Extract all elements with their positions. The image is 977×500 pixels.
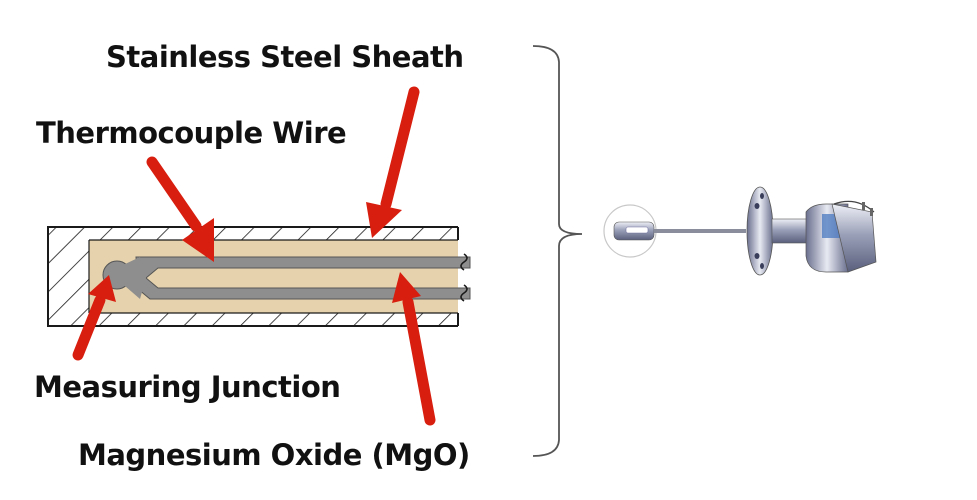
connection-head	[805, 200, 877, 273]
arrow-sheath	[366, 86, 420, 238]
label-measuring-junction: Measuring Junction	[34, 370, 341, 404]
arrow-mgo	[392, 272, 436, 426]
thermocouple-wire	[135, 256, 471, 300]
probe-stem	[654, 229, 746, 233]
label-magnesium-oxide: Magnesium Oxide (MgO)	[78, 438, 470, 472]
curly-brace	[532, 45, 583, 457]
thermocouple-cross-section	[47, 226, 478, 328]
arrow-junction	[72, 275, 116, 361]
arrow-wire	[146, 156, 214, 262]
break-mark	[460, 284, 468, 302]
break-mark	[460, 253, 468, 271]
label-stainless-steel-sheath: Stainless Steel Sheath	[106, 40, 464, 74]
label-thermocouple-wire: Thermocouple Wire	[36, 116, 347, 150]
thermocouple-assembly-image	[603, 186, 877, 276]
flange	[746, 186, 774, 276]
